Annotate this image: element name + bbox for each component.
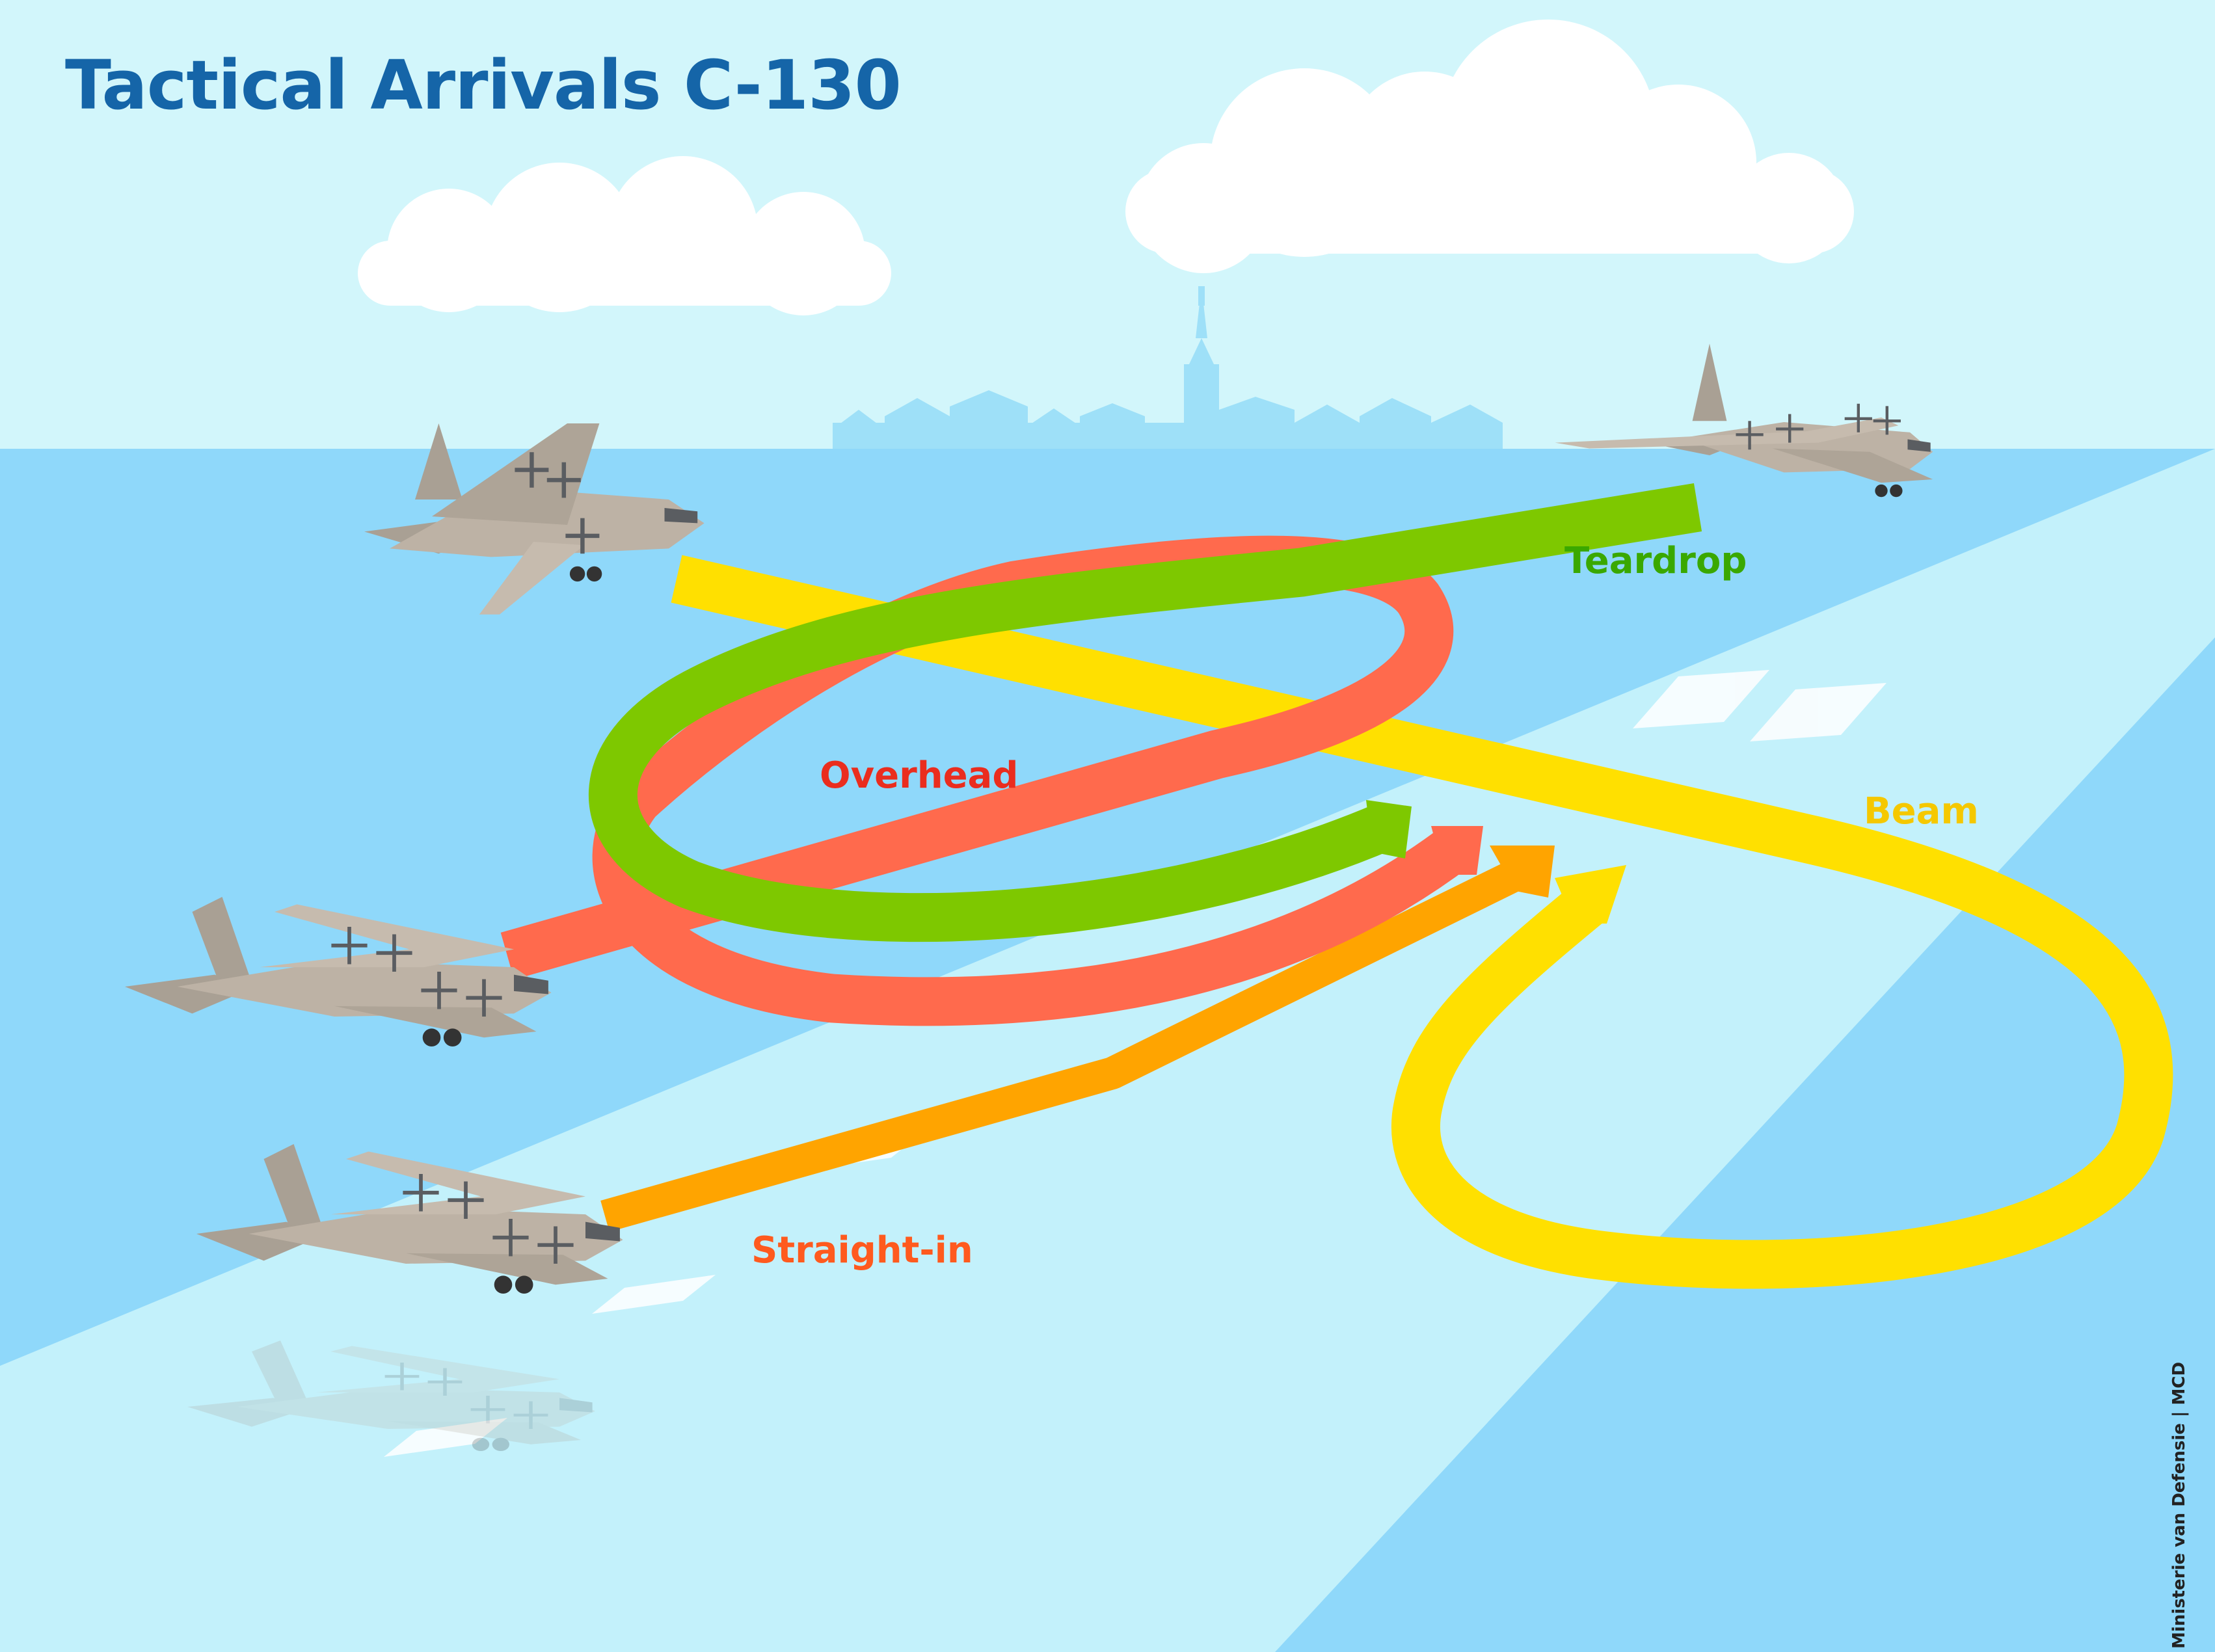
path-beam	[671, 555, 2173, 1289]
label-overhead: Overhead	[820, 754, 1019, 797]
label-teardrop: Teardrop	[1564, 540, 1747, 582]
town-skyline	[833, 286, 1503, 452]
label-straight-in: Straight-in	[751, 1229, 973, 1272]
cloud-icon	[1125, 20, 1854, 273]
runway	[0, 449, 2215, 1652]
credit-text: Ministerie van Defensie | MCD	[2169, 1361, 2189, 1649]
path-teardrop	[588, 483, 1702, 942]
cloud-icon	[358, 156, 891, 315]
page-title: Tactical Arrivals C-130	[65, 46, 902, 125]
label-beam: Beam	[1864, 790, 1979, 833]
path-overhead	[500, 535, 1483, 1026]
path-straight-in	[600, 846, 1555, 1232]
